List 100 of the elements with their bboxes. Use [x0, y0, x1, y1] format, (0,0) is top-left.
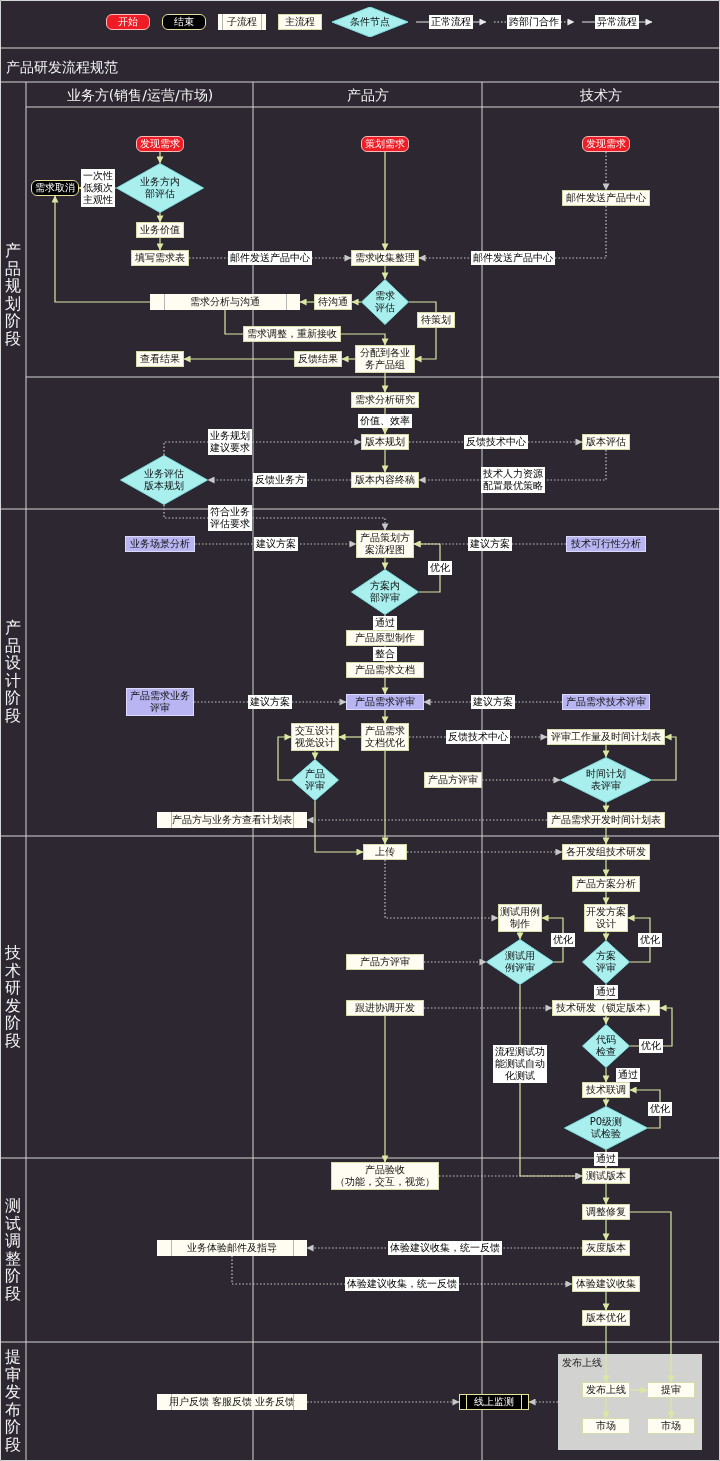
flow-arrow: [381, 709, 389, 724]
node-text: 业务体验邮件及指导: [187, 1242, 277, 1254]
edge-label: 优化: [428, 561, 452, 575]
node-text: 交互设计视觉设计: [294, 725, 336, 749]
node-text: 需求调整，重新接收: [247, 328, 337, 340]
node-text: 产品方案分析: [576, 878, 636, 890]
decision-diamond: [120, 455, 208, 505]
node-text: 产品原型制作: [355, 632, 415, 644]
legend-swatch: 开始: [106, 14, 150, 30]
dotted-arrow: [306, 1398, 460, 1406]
dotted-arrow: [423, 1004, 553, 1012]
dotted-arrow: [418, 449, 607, 484]
edge-label: 反馈技术中心: [463, 435, 528, 449]
edge-label: 业务规划建议要求: [208, 429, 252, 455]
flow-arrow: [156, 212, 164, 223]
node-text: 版本评估: [586, 436, 626, 448]
node-text: 开发方案设计: [585, 906, 627, 930]
dotted-arrow: [602, 151, 610, 191]
process-box: [562, 844, 650, 860]
flow-arrow: [341, 355, 356, 363]
edge-label: 建议方案: [471, 695, 515, 709]
flow-arrow: [381, 677, 389, 695]
process-box: [363, 844, 407, 860]
node-text: 版本内容终稿: [355, 474, 415, 486]
flow-arrow: [627, 914, 651, 963]
edge-label: 邮件发送产品中心: [470, 251, 555, 265]
group-heading: 发布上线: [562, 1357, 602, 1369]
process-box: [552, 1000, 660, 1016]
flow-arrow: [156, 237, 164, 251]
process-box: [346, 1000, 424, 1016]
node-text: 代码检查: [596, 1034, 616, 1058]
node-text: 产品需求业务评审: [129, 690, 191, 714]
flow-arrow: [311, 750, 319, 760]
node-text: 分配到各业务产品组: [359, 347, 411, 371]
process-box: [243, 326, 341, 342]
process-box: [346, 662, 424, 678]
node-text: 填写需求表: [135, 252, 185, 264]
node-text: 发现需求: [140, 138, 180, 150]
flow-arrow: [602, 931, 610, 941]
start-terminal: [136, 136, 184, 152]
dotted-arrow: [418, 205, 607, 262]
flow-arrow: [277, 733, 292, 781]
review-box: [346, 694, 424, 710]
legend-label: 异常流程: [595, 15, 639, 29]
node-text: 提审: [661, 1384, 681, 1396]
edge-label: 通过: [594, 985, 618, 999]
decision-diamond: [582, 940, 630, 984]
review-box: [125, 536, 195, 552]
flow-arrow: [602, 1149, 610, 1169]
edge-label: 价值、效率: [358, 414, 412, 428]
node-text: 产品评审: [305, 768, 325, 792]
flow-arrow: [338, 733, 362, 741]
node-text: 策划需求: [365, 138, 405, 150]
monitor-terminal: [459, 1394, 529, 1410]
process-box: [136, 351, 184, 367]
flow-arrow: [183, 355, 295, 363]
flow-arrow: [381, 372, 389, 393]
node-text: 产品需求评审: [355, 696, 415, 708]
edge-label: 优化: [648, 1102, 672, 1116]
flow-arrow: [602, 983, 610, 1001]
dotted-arrow: [481, 776, 561, 784]
review-box: [562, 694, 650, 710]
node-text: 需求分析与沟通: [190, 296, 260, 308]
node-text: 待策划: [421, 314, 451, 326]
process-box: [131, 250, 189, 266]
lane-header: 产品方: [347, 86, 389, 104]
edge-label: 通过: [616, 1068, 640, 1082]
subprocess-box: [157, 812, 307, 828]
subprocess-box: [150, 294, 300, 310]
stage-label: 技术研发阶段: [5, 944, 21, 1050]
decision-diamond: [116, 163, 204, 213]
node-text: 各开发组技术研发: [566, 846, 646, 858]
node-text: 产品方评审: [428, 774, 478, 786]
edge-label: 反馈技术中心: [446, 730, 510, 744]
process-box: [582, 1382, 630, 1398]
legend-swatch: 结束: [162, 14, 206, 30]
process-box: [136, 222, 184, 238]
process-box: [647, 1382, 695, 1398]
process-box: [582, 1418, 630, 1434]
dotted-arrow: [423, 698, 563, 706]
node-text: 产品方与业务方查看计划表: [172, 814, 292, 826]
lane-header: 技术方: [580, 86, 622, 104]
node-text: 产品需求技术评审: [566, 696, 646, 708]
legend-label: 正常流程: [429, 15, 473, 29]
flow-arrow: [602, 1325, 610, 1383]
decision-diamond: [351, 569, 419, 615]
edge-label: 技术人力资源配置最优策略: [480, 467, 545, 493]
node-text: 产品需求文档: [355, 664, 415, 676]
dotted-arrow: [193, 698, 347, 706]
flow-arrow: [541, 914, 564, 963]
process-box: [582, 1240, 630, 1256]
flow-arrow: [602, 802, 610, 813]
edge-label: 建议方案: [253, 537, 298, 551]
stage-label: 测试调整阶段: [5, 1197, 21, 1303]
dotted-arrow: [306, 1244, 583, 1252]
node-text: 调整修复: [586, 1206, 626, 1218]
decision-diamond: [291, 759, 339, 801]
flow-arrow: [629, 1004, 673, 1047]
flow-arrow: [381, 449, 389, 473]
flow-arrow: [602, 744, 610, 758]
